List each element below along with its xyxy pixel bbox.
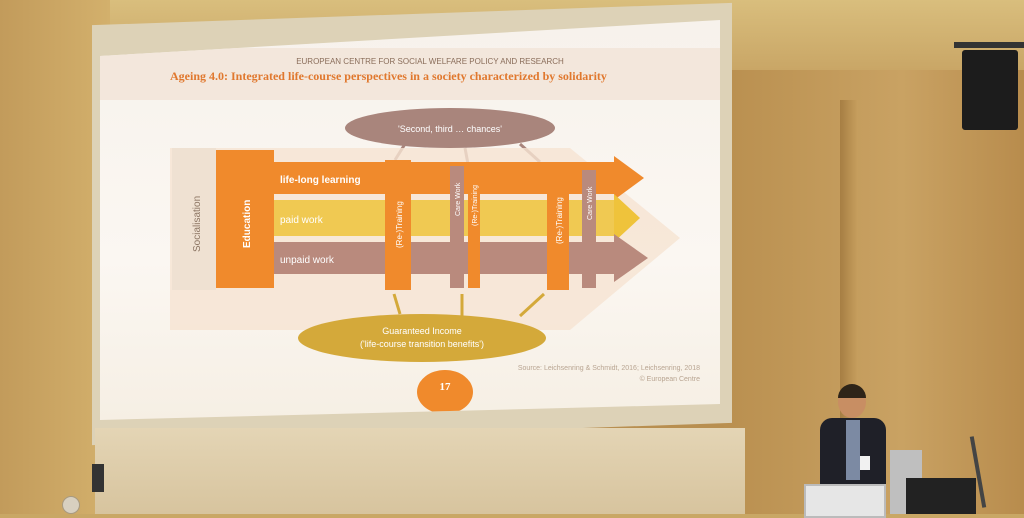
copyright-notice: © European Centre — [640, 375, 701, 383]
loudspeaker — [962, 50, 1018, 130]
paid-work-label: paid work — [280, 215, 324, 226]
projected-slide: EUROPEAN CENTRE FOR SOCIAL WELFARE POLIC… — [100, 20, 720, 420]
source-citation: Source: Leichsenring & Schmidt, 2016; Le… — [518, 365, 700, 372]
desk-monitor — [906, 478, 976, 514]
presenter-shirt — [846, 420, 860, 480]
wall-outlet — [92, 464, 104, 492]
slide-diagram: EUROPEAN CENTRE FOR SOCIAL WELFARE POLIC… — [100, 20, 720, 420]
unpaid-work-label: unpaid work — [280, 255, 335, 266]
retraining-bar-2 — [468, 166, 480, 288]
slide-title: Ageing 4.0: Integrated life-course persp… — [170, 69, 607, 83]
name-badge — [860, 456, 870, 470]
socialisation-label: Socialisation — [192, 196, 203, 252]
chances-label: 'Second, third … chances' — [398, 124, 502, 134]
lifelong-learning-label: life-long learning — [280, 175, 361, 186]
transition-benefits-label: ('life-course transition benefits') — [360, 339, 484, 349]
presenter-hair — [838, 384, 866, 398]
slide-header: EUROPEAN CENTRE FOR SOCIAL WELFARE POLIC… — [296, 57, 564, 66]
speaker-bracket — [954, 42, 1024, 48]
retraining-label-1: (Re-)Training — [395, 201, 404, 248]
education-label: Education — [242, 200, 253, 248]
retraining-label-3: (Re-)Training — [555, 197, 564, 244]
page-number: 17 — [440, 381, 452, 393]
laptop-monitor — [804, 484, 886, 518]
retraining-label-2: (Re-)Training — [472, 185, 479, 226]
care-work-label-2: Care Work — [587, 186, 594, 220]
wall-fixture — [62, 496, 80, 514]
care-work-label-1: Care Work — [455, 182, 462, 216]
guaranteed-income-ellipse — [298, 314, 546, 362]
whiteboard — [95, 428, 745, 514]
lifelong-learning-arrowhead — [614, 156, 644, 200]
guaranteed-income-label: Guaranteed Income — [382, 326, 462, 336]
